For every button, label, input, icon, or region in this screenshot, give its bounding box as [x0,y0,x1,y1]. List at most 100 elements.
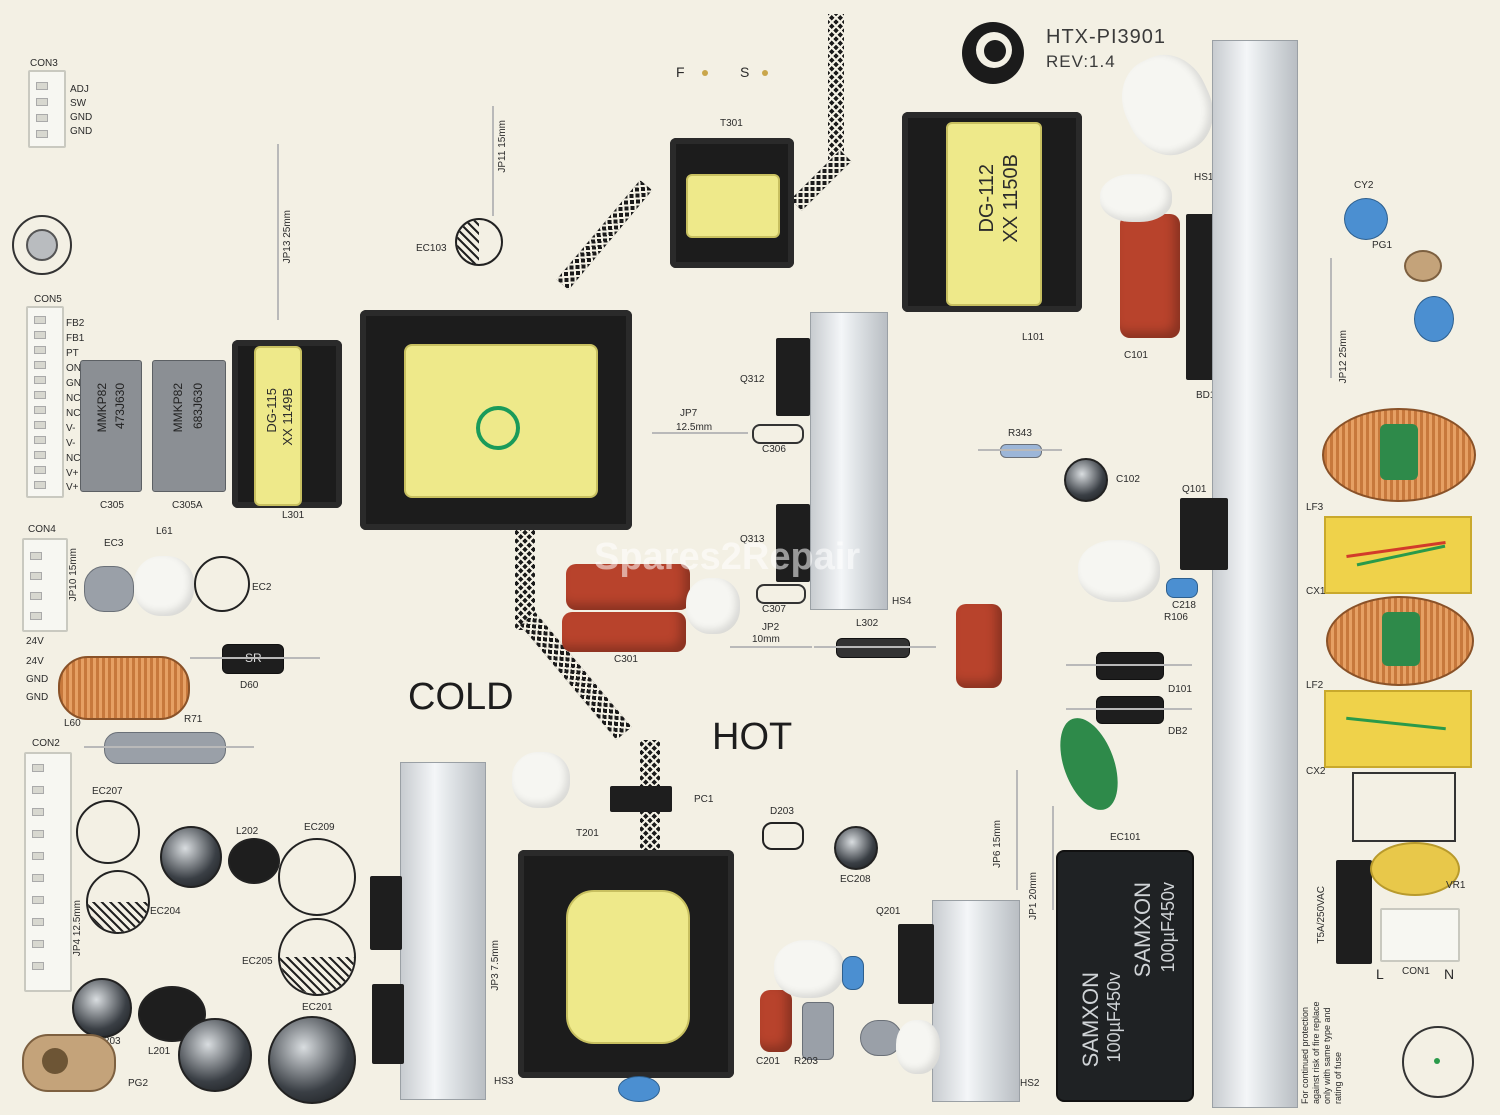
con1-live-label: L [1376,966,1384,982]
manufacturer-logo [962,22,1024,84]
glue-q201 [896,1020,940,1074]
jp4-label: JP4 12.5mm [72,900,83,957]
capacitor-ec205-footprint [278,918,356,996]
inductor-l301: DG-115 XX 1149B [232,340,342,508]
con4-pin-gnd-1: GND [26,674,49,685]
transistor-q313 [776,504,810,582]
con3-pin-adj: ADJ [70,84,89,95]
con5-connector[interactable] [26,306,64,498]
con2-label: CON2 [32,738,60,749]
transistor-q312 [776,338,810,416]
capacitor-green [1049,710,1129,818]
con3-pin-sw: SW [70,98,87,109]
board-revision: REV:1.4 [1046,52,1116,71]
s-test-point[interactable] [762,70,768,76]
ec3-label: EC3 [104,538,124,549]
glue-c101 [1100,174,1172,222]
d60-lead [190,657,320,659]
varistor-vr1 [1370,842,1460,896]
c102-label: C102 [1116,474,1140,485]
q313-label: Q313 [740,534,765,545]
ec205-label: EC205 [242,956,273,967]
jumper-jp11 [492,106,494,216]
capacitor-ec206 [160,826,222,888]
d101-label: D101 [1168,684,1192,695]
lf2-label: LF2 [1306,680,1324,691]
diode-db2 [1096,696,1164,724]
jp11-label: JP11 15mm [497,120,508,173]
capacitor-ec2-footprint [194,556,250,612]
con1-label: CON1 [1402,966,1430,977]
c201-label: C201 [756,1056,780,1067]
cold-side-label: COLD [408,676,514,718]
l60-label: L60 [64,718,81,729]
glue-q101 [1078,540,1160,602]
capacitor-ec101: SAMXON 100µF450v SAMXON 100µF450v [1056,850,1194,1102]
jumper-jp7 [652,432,748,434]
con5-pin-nc3: NC [66,453,81,464]
r343-label: R343 [1008,428,1032,439]
r203-label: R203 [794,1056,818,1067]
jp13-label: JP13 25mm [282,210,293,264]
f-test-point[interactable] [702,70,708,76]
capacitor-c306 [752,424,804,444]
capacitor-c101 [1120,214,1180,338]
capacitor-c307 [756,584,806,604]
con5-pin-fb1: FB1 [66,333,85,344]
r343-lead [978,449,1062,451]
cx1-label: CX1 [1306,586,1326,597]
hot-side-label: HOT [712,716,793,758]
resistor-r71 [104,732,226,764]
con5-pin-nc1: NC [66,393,81,404]
heatsink-hs2 [932,900,1020,1102]
con2-connector[interactable] [24,752,72,992]
ground-terminal-pg1[interactable] [1404,250,1442,282]
r106-label: R106 [1164,612,1188,623]
l202-label: L202 [236,826,259,837]
empty-footprint-choke [1352,772,1456,842]
isolation-track-lower [515,530,535,630]
con1-connector[interactable] [1380,908,1460,962]
con5-pin-pt: PT [66,348,79,359]
isolation-track-top [828,14,844,164]
l201-label: L201 [148,1046,171,1057]
ec204-label: EC204 [150,906,181,917]
con5-pin-v-plus1: V+ [66,468,79,479]
glue-r203 [774,940,844,998]
capacitor-c201 [760,990,792,1052]
s-test-point-label: S [740,64,750,80]
con3-connector[interactable] [28,70,66,148]
ec101-label: EC101 [1110,832,1141,843]
l301-label: L301 [282,510,305,521]
t201-label: T201 [576,828,599,839]
capacitor-c208 [842,956,864,990]
transistor-q101 [1180,498,1228,570]
ec207-label: EC207 [92,786,123,797]
d101-lead [1066,664,1192,666]
bd1-label: BD1 [1196,390,1216,401]
isolation-track-mid [556,180,653,290]
resistor-r203 [802,1002,834,1060]
fuse-rating: T5A/250VAC [1316,886,1327,944]
vr1-label: VR1 [1446,880,1466,891]
diode-d101 [1096,652,1164,680]
con4-connector[interactable] [22,538,68,632]
pg2-label: PG2 [128,1078,149,1089]
diode-d201 [370,876,402,950]
diode-d60: SR [222,644,284,674]
con5-pin-v-plus2: V+ [66,482,79,493]
diode-d204 [372,984,404,1064]
heatsink-hs3 [400,762,486,1100]
fuse-holder [1336,860,1372,964]
con5-pin-gnd: GND [66,378,89,389]
transistor-q201 [898,924,934,1004]
con4-pin-24v-1: 24V [26,636,44,647]
c306-label: C306 [762,444,786,455]
jp1-label: JP1 20mm [1028,872,1039,920]
ground-terminal-pg2[interactable] [22,1034,116,1092]
con5-label: CON5 [34,294,62,305]
l302-lead [814,646,936,648]
c218-label: C218 [1172,600,1196,611]
isolation-track-diag1 [790,150,852,211]
